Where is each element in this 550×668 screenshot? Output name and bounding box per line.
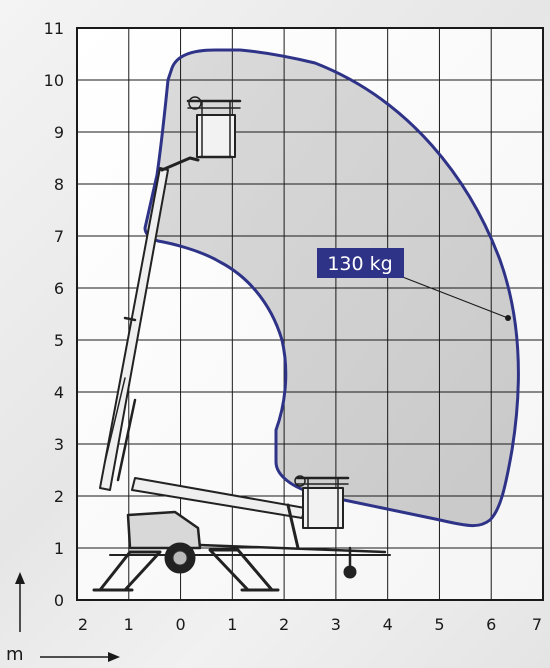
y-tick-label: 9 (54, 123, 64, 142)
x-axis-tick-labels: 2 1 0 1 2 3 4 5 6 7 (78, 615, 542, 634)
y-tick-label: 2 (54, 487, 64, 506)
grid-border (76, 27, 544, 601)
y-tick-label: 3 (54, 435, 64, 454)
unit-label: m (6, 644, 24, 665)
y-tick-label: 8 (54, 175, 64, 194)
y-tick-label: 6 (54, 279, 64, 298)
machine-illustration (92, 96, 391, 592)
x-tick-label: 3 (331, 615, 341, 634)
y-tick-label: 1 (54, 539, 64, 558)
x-tick-label: 1 (227, 615, 237, 634)
x-tick-label: 0 (175, 615, 185, 634)
x-tick-label: 7 (532, 615, 542, 634)
load-label-leader (399, 275, 509, 319)
vertical-unit-arrow-head (15, 572, 25, 584)
load-label-dot (505, 315, 511, 321)
x-tick-label: 1 (124, 615, 134, 634)
y-axis-tick-labels: 0 1 2 3 4 5 6 7 8 9 10 11 (44, 19, 64, 610)
x-tick-label: 5 (434, 615, 444, 634)
horizontal-unit-arrow-head (108, 652, 120, 662)
load-label: 130 kg (327, 253, 392, 275)
y-tick-label: 5 (54, 331, 64, 350)
working-envelope-outline (143, 48, 521, 528)
y-tick-label: 10 (44, 71, 64, 90)
y-tick-label: 4 (54, 383, 64, 402)
y-tick-label: 11 (44, 19, 64, 38)
y-tick-label: 0 (54, 591, 64, 610)
y-tick-label: 7 (54, 227, 64, 246)
x-tick-label: 4 (383, 615, 393, 634)
x-tick-label: 6 (486, 615, 496, 634)
load-label-box (317, 248, 404, 278)
x-tick-label: 2 (78, 615, 88, 634)
x-tick-label: 2 (279, 615, 289, 634)
